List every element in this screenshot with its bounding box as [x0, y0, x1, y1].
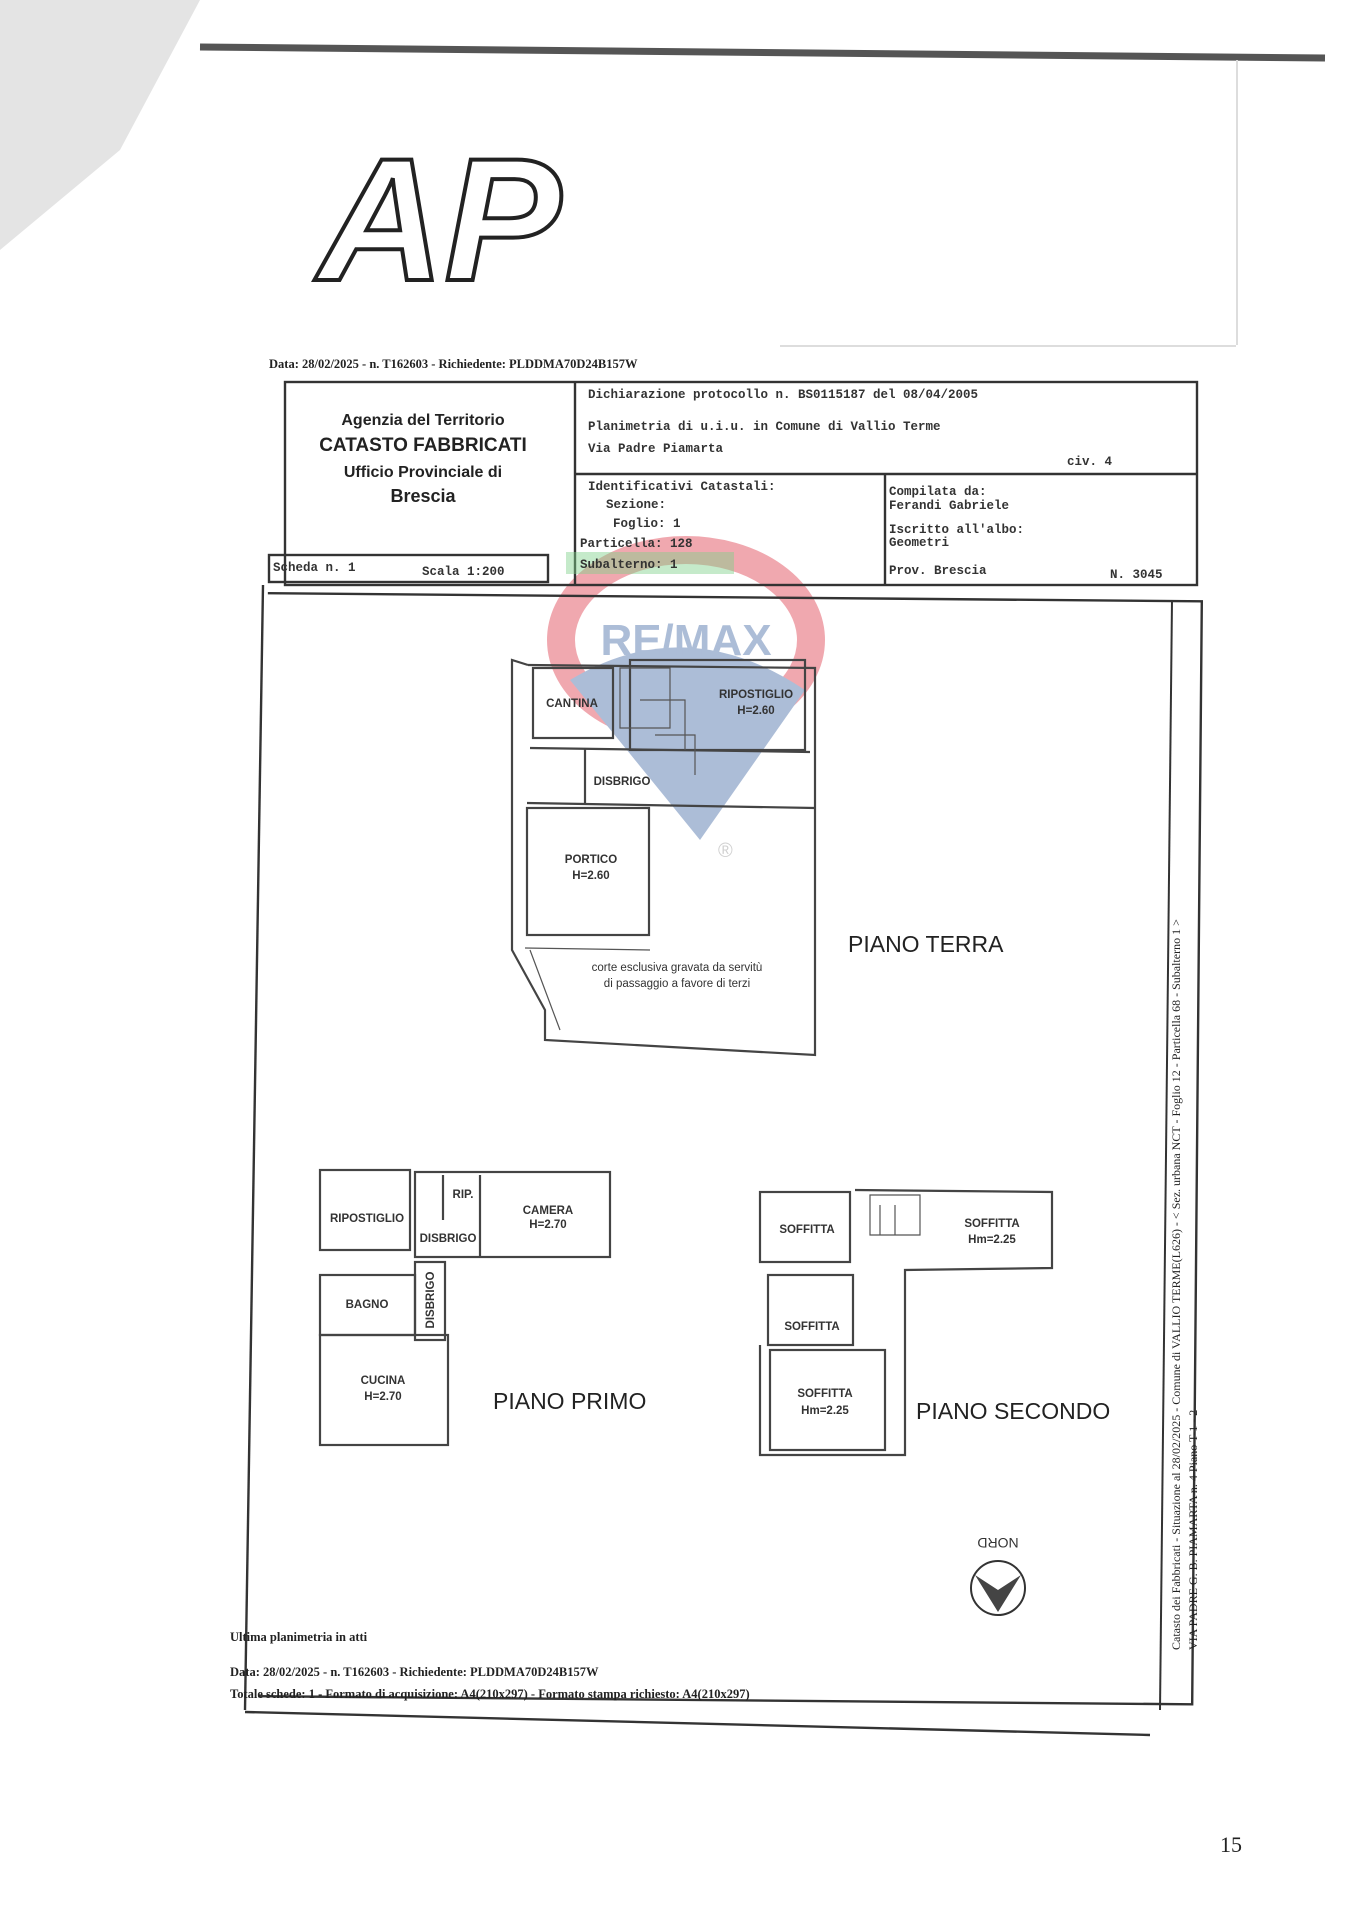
- room-height: H=2.60: [737, 705, 774, 717]
- room-height: Hm=2.25: [968, 1234, 1016, 1246]
- footer-last-plan: Ultima planimetria in atti: [230, 1630, 368, 1644]
- north-compass: NORD: [970, 1535, 1026, 1616]
- floor-plan-primo: [318, 1168, 612, 1447]
- room-label: PORTICO: [565, 854, 617, 866]
- room-label: SOFFITTA: [784, 1321, 839, 1333]
- header-frame: [267, 380, 1199, 587]
- watermark-text: RE/MAX: [600, 616, 771, 665]
- floor-title-terra: PIANO TERRA: [848, 931, 1004, 957]
- room-label: BAGNO: [346, 1299, 389, 1311]
- scan-shadow: [0, 0, 200, 250]
- albo-label: Iscritto all'albo:: [889, 523, 1024, 537]
- foglio: Foglio: 1: [613, 517, 681, 531]
- room-label: RIPOSTIGLIO: [330, 1213, 404, 1225]
- compiled-by: Ferandi Gabriele: [889, 499, 1009, 513]
- footer-totals: Totale schede: 1 - Formato di acquisizio…: [230, 1687, 750, 1701]
- room-label: RIP.: [453, 1189, 474, 1201]
- drawing-frame: [243, 584, 1204, 1737]
- ident-title: Identificativi Catastali:: [588, 480, 776, 494]
- room-label: DISBRIGO: [420, 1233, 477, 1245]
- agency-office: Ufficio Provinciale di: [344, 464, 502, 481]
- particella: Particella: 128: [580, 537, 693, 551]
- ap-logo: AP: [312, 121, 563, 320]
- albo: Geometri: [889, 536, 949, 550]
- watermark-reg: ®: [718, 840, 733, 862]
- divider: [1236, 60, 1238, 345]
- courtyard-note: di passaggio a favore di terzi: [604, 978, 750, 990]
- subalterno: Subalterno: 1: [580, 558, 678, 572]
- scala: Scala 1:200: [422, 565, 505, 579]
- floor-plan-secondo: [758, 1188, 1054, 1457]
- street: Via Padre Piamarta: [588, 442, 724, 456]
- floor-title-primo: PIANO PRIMO: [493, 1388, 646, 1414]
- courtyard-note: corte esclusiva gravata da servitù: [592, 962, 763, 974]
- room-label: CUCINA: [361, 1375, 406, 1387]
- page-number: 15: [1220, 1832, 1242, 1857]
- room-label: DISBRIGO: [425, 1272, 437, 1329]
- compiled-by-label: Compilata da:: [889, 485, 987, 499]
- side-caption: Catasto dei Fabbricati - Situazione al 2…: [1169, 919, 1183, 1650]
- agency-city: Brescia: [390, 486, 456, 506]
- request-line: Data: 28/02/2025 - n. T162603 - Richiede…: [269, 357, 638, 371]
- side-address: VIA PADRE G. B. PIAMARTA n. 4 Piano T-1 …: [1186, 1410, 1200, 1650]
- civ-number: civ. 4: [1067, 455, 1113, 469]
- plan-of: Planimetria di u.i.u. in Comune di Valli…: [588, 420, 941, 434]
- room-height: Hm=2.25: [801, 1405, 849, 1417]
- compass-label: NORD: [977, 1535, 1018, 1551]
- sezione: Sezione:: [606, 498, 666, 512]
- footer-request-line: Data: 28/02/2025 - n. T162603 - Richiede…: [230, 1665, 599, 1679]
- room-label: DISBRIGO: [594, 776, 651, 788]
- room-label: CAMERA: [523, 1205, 573, 1217]
- register-number: N. 3045: [1110, 568, 1163, 582]
- floor-plan-terra: [510, 658, 817, 1057]
- scan-edge: [199, 43, 1326, 62]
- room-label: CANTINA: [546, 698, 598, 710]
- province: Prov. Brescia: [889, 564, 987, 578]
- room-height: H=2.60: [572, 870, 609, 882]
- room-label: SOFFITTA: [797, 1388, 852, 1400]
- svg-text:AP: AP: [314, 123, 561, 318]
- declaration: Dichiarazione protocollo n. BS0115187 de…: [588, 388, 978, 402]
- agency-name: Agenzia del Territorio: [341, 412, 505, 429]
- floor-title-secondo: PIANO SECONDO: [916, 1398, 1110, 1424]
- room-label: RIPOSTIGLIO: [719, 689, 793, 701]
- remax-watermark: RE/MAX ®: [547, 536, 825, 862]
- room-height: H=2.70: [364, 1391, 401, 1403]
- room-height: H=2.70: [529, 1219, 566, 1231]
- room-label: SOFFITTA: [964, 1218, 1019, 1230]
- agency-catasto: CATASTO FABBRICATI: [319, 435, 527, 456]
- room-label: SOFFITTA: [779, 1224, 834, 1236]
- scheda: Scheda n. 1: [273, 561, 356, 575]
